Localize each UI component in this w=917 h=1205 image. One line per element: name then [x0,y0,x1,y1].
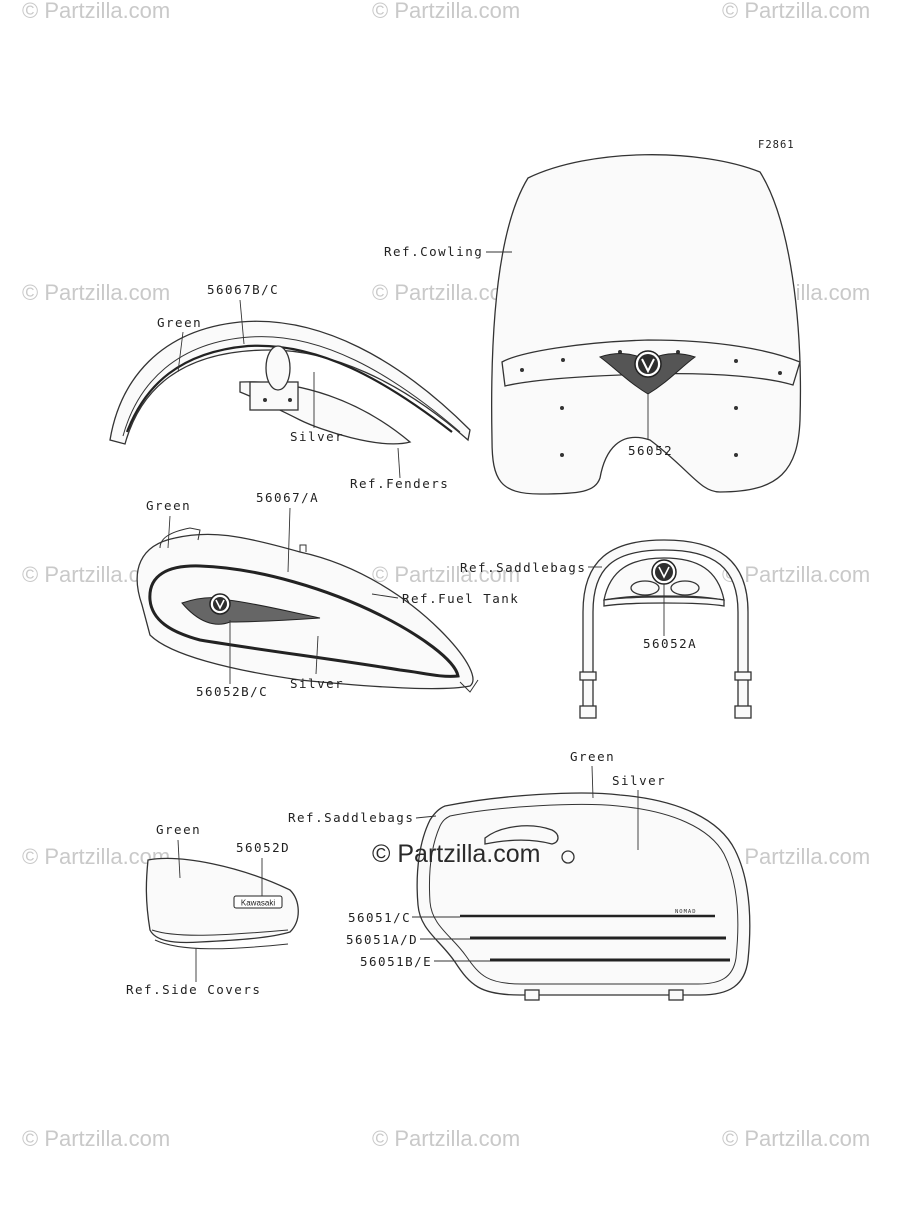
figure-code: F2861 [758,139,795,151]
ref-saddlebags-top-label: Ref.Saddlebags [460,560,586,575]
watermark: © Partzilla.com [22,0,170,23]
side-cover-part: Kawasaki [145,857,299,950]
ref-saddlebags-bottom-label: Ref.Saddlebags [288,810,414,825]
watermark: © Partzilla.com [722,0,870,23]
backrest-part [579,539,752,719]
stripe-be-label: 56051B/E [360,954,432,969]
watermark: © Partzilla.com [722,844,870,869]
ref-fuel-tank-label: Ref.Fuel Tank [402,591,519,606]
fender-part-label: 56067B/C [207,282,279,297]
v-emblem-56052 [598,350,697,395]
saddlebag-part: NOMAD [416,792,751,1001]
watermark: © Partzilla.com [22,1126,170,1151]
watermark: © Partzilla.com [722,562,870,587]
watermark: © Partzilla.com [372,1126,520,1151]
fuel-tank-part [136,527,479,693]
tank-emblem-label: 56052B/C [196,684,268,699]
front-fender-part [109,320,471,445]
backrest-emblem-label: 56052A [643,636,697,651]
watermark-center: © Partzilla.com [372,840,540,868]
bag-silver-label: Silver [612,773,666,788]
stripe-c-label: 56051/C [348,910,411,925]
sidecover-green-label: Green [156,822,201,837]
fender-silver-label: Silver [290,429,344,444]
cowling-emblem-label: 56052 [628,443,673,458]
fender-green-label: Green [157,315,202,330]
watermark: © Partzilla.com [722,1126,870,1151]
ref-fenders-label: Ref.Fenders [350,476,449,491]
nomad-badge-text: NOMAD [675,909,697,915]
windshield-part [491,154,802,495]
stripe-ad-label: 56051A/D [346,932,418,947]
ref-side-covers-label: Ref.Side Covers [126,982,261,997]
tank-green-label: Green [146,498,191,513]
ref-cowling-label: Ref.Cowling [384,244,483,259]
kawasaki-badge-text: Kawasaki [241,899,275,908]
tank-part-label: 56067/A [256,490,319,505]
tank-silver-label: Silver [290,676,344,691]
sidecover-emblem-label: 56052D [236,840,290,855]
bag-green-label: Green [570,749,615,764]
watermark: © Partzilla.com [372,0,520,23]
watermark: © Partzilla.com [22,844,170,869]
tank-emblem [181,593,321,625]
watermark: © Partzilla.com [372,562,520,587]
watermark: © Partzilla.com [22,280,170,305]
